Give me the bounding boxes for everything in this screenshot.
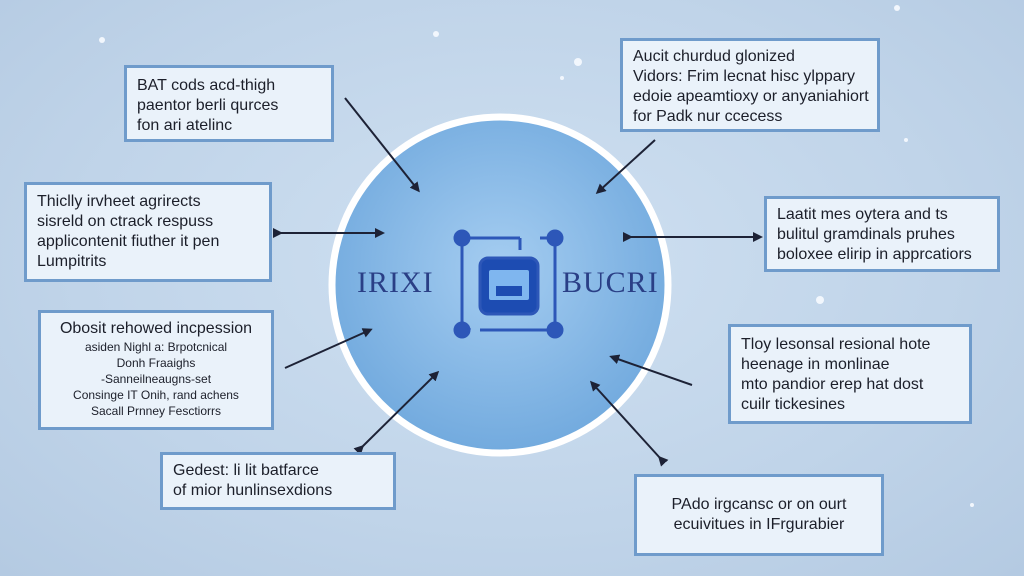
- hub-left-label: IRIXI: [357, 266, 434, 299]
- box-line: cuilr tickesines: [741, 396, 846, 413]
- arrow-lower-right: [609, 354, 693, 386]
- box-line: Donh Fraaighs: [116, 356, 196, 370]
- info-box-top-left: BAT cods acd-thigh paentor berli qurces …: [124, 65, 334, 142]
- box-line: Aucit churdud glonized: [633, 48, 795, 65]
- box-line: Gedest: li lit batfarce: [173, 462, 319, 479]
- box-line: sisreld on ctrack respuss: [37, 213, 214, 230]
- box-line: Sacall Prnney Fesctiorrs: [90, 404, 222, 418]
- box-line: Thiclly irvheet agrirects: [37, 193, 201, 210]
- box-line: edoie apeamtioxy or anyaniahiort: [633, 88, 869, 105]
- box-line: Consinge IT Onih, rand achens: [73, 388, 239, 402]
- info-box-top-right: Aucit churdud glonized Vidors: Frim lecn…: [620, 38, 880, 132]
- arrow-top-left: [344, 97, 420, 193]
- box-line: heenage in monlinae: [741, 356, 890, 373]
- hub-right-label: BUCRI: [562, 266, 659, 299]
- arrow-bottom-right: [589, 380, 669, 467]
- box-line: Obosit rehowed incpession: [59, 320, 253, 337]
- box-line: ecuivitues in IFrgurabier: [673, 516, 845, 533]
- arrow-lower-left: [284, 328, 373, 369]
- info-box-mid-left: Thiclly irvheet agrirects sisreld on ctr…: [24, 182, 272, 282]
- network-laptop-icon: [453, 229, 564, 339]
- info-box-bottom-right: PAdo irgcansc or on ourt ecuivitues in I…: [634, 474, 884, 556]
- info-box-lower-left: Obosit rehowed incpession asiden Nighl a…: [38, 310, 274, 430]
- box-line: asiden Nighl a: Brpotcnical: [84, 340, 228, 354]
- arrow-bottom-left: [353, 370, 440, 456]
- box-line: fon ari atelinc: [137, 117, 233, 134]
- box-line: PAdo irgcansc or on ourt: [671, 496, 847, 513]
- box-line: Vidors: Frim lecnat hisc ylppary: [633, 68, 855, 85]
- box-line: -Sanneilneaugns-set: [100, 372, 212, 386]
- info-box-mid-right: Laatit mes oytera and ts bulitul gramdin…: [764, 196, 1000, 272]
- box-line: applicontenit fiuther it pen: [37, 233, 220, 250]
- box-line: boloxee elirip in apprcatiors: [777, 246, 972, 263]
- box-line: Laatit mes oytera and ts: [777, 206, 948, 223]
- info-box-lower-right: Tloy lesonsal resional hote heenage in m…: [728, 324, 972, 424]
- box-line: paentor berli qurces: [137, 97, 279, 114]
- arrow-top-right: [595, 139, 656, 195]
- box-line: Tloy lesonsal resional hote: [741, 336, 931, 353]
- info-box-bottom-left: Gedest: li lit batfarce of mior hunlinse…: [160, 452, 396, 510]
- box-line: mto pandior erep hat dost: [741, 376, 924, 393]
- box-line: Lumpitrits: [37, 253, 107, 270]
- box-line: for Padk nur ccecess: [633, 108, 783, 125]
- box-line: of mior hunlinsexdions: [173, 482, 333, 499]
- box-line: BAT cods acd-thigh: [137, 77, 276, 94]
- box-line: bulitul gramdinals pruhes: [777, 226, 955, 243]
